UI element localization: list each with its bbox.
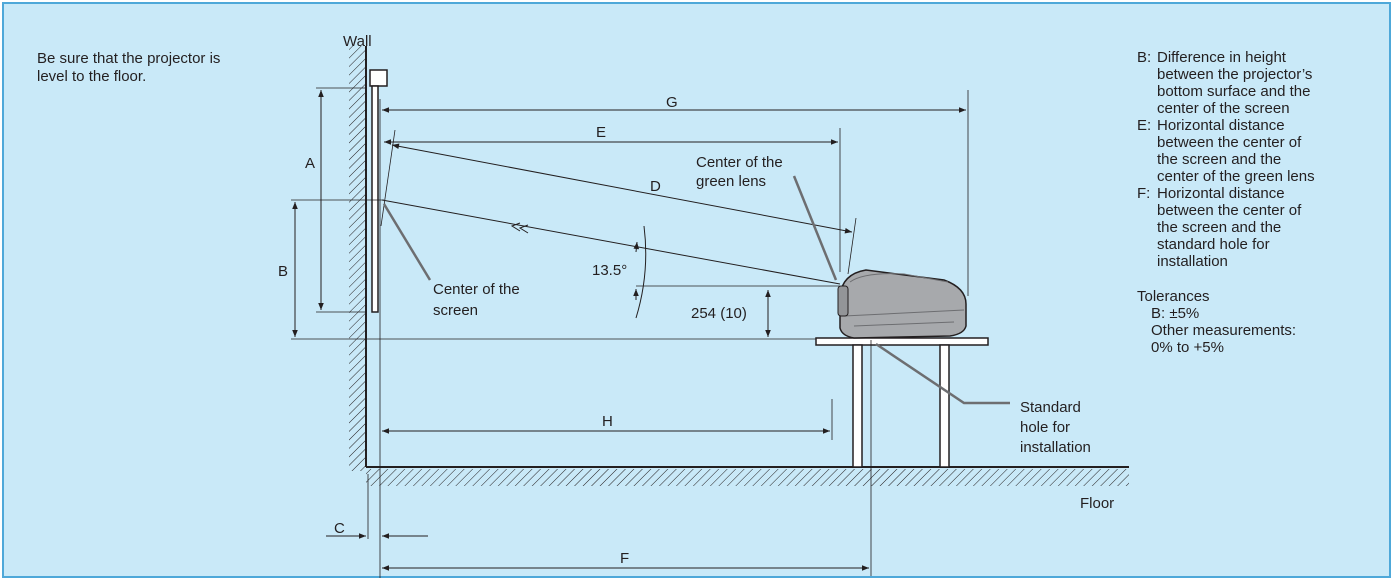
note-f: F: Horizontal distance between the cente… — [1137, 185, 1315, 270]
label-h: H — [602, 413, 613, 430]
wall-label: Wall — [343, 33, 372, 50]
projection-ray — [381, 199, 841, 285]
screen-housing — [369, 69, 388, 87]
center-screen-label-2: screen — [433, 302, 478, 319]
tolerance-b: B: ±5% — [1151, 305, 1200, 322]
installation-diagram: Wall Floor A B C D E F G H 13.5° 254 (10… — [278, 33, 1129, 578]
tolerance-other-1: Other measurements: — [1151, 322, 1297, 339]
projector — [837, 269, 967, 339]
wall-hatching — [349, 46, 366, 471]
intro-line-1: Be sure that the projector is — [37, 50, 221, 67]
extension-lines — [291, 87, 969, 578]
standard-hole-label-3: installation — [1020, 439, 1091, 456]
dimension-d — [391, 143, 853, 234]
table-top — [815, 337, 989, 346]
label-f: F — [620, 550, 629, 567]
intro-line-2: level to the floor. — [37, 68, 147, 85]
diagram-panel: Be sure that the projector is level to t… — [2, 2, 1391, 578]
table-leg-back — [939, 344, 950, 468]
center-lens-label-2: green lens — [696, 173, 766, 190]
label-a: A — [305, 155, 315, 172]
note-key: E: — [1137, 117, 1152, 134]
angle-label: 13.5° — [592, 262, 627, 279]
table-leg-front — [852, 344, 863, 468]
label-g: G — [666, 94, 678, 111]
ray-direction-icon — [510, 222, 529, 234]
note-text: Horizontal distance between the center o… — [1157, 117, 1315, 185]
label-d: D — [650, 178, 661, 195]
leader-lines — [382, 175, 1010, 405]
center-screen-label-1: Center of the — [433, 281, 520, 298]
dimension-lines — [292, 90, 966, 571]
center-lens-label-1: Center of the — [696, 154, 783, 171]
tolerances-title: Tolerances — [1137, 288, 1210, 305]
tolerances: Tolerances B: ±5% Other measurements: 0%… — [1137, 288, 1315, 356]
legend-notes: B: Difference in height between the proj… — [1137, 49, 1315, 356]
angle-arrow-upper — [633, 241, 640, 253]
projection-screen — [371, 85, 379, 313]
angle-arc — [635, 225, 647, 319]
note-b: B: Difference in height between the proj… — [1137, 49, 1315, 117]
standard-hole-label-2: hole for — [1020, 419, 1070, 436]
label-e: E — [596, 124, 606, 141]
label-b: B — [278, 263, 288, 280]
note-e: E: Horizontal distance between the cente… — [1137, 117, 1315, 185]
height-label: 254 (10) — [691, 305, 747, 322]
floor-label: Floor — [1080, 495, 1114, 512]
note-key: B: — [1137, 49, 1152, 66]
note-text: Horizontal distance between the center o… — [1157, 185, 1302, 270]
tolerance-other-2: 0% to +5% — [1151, 339, 1224, 356]
standard-hole-label-1: Standard — [1020, 399, 1081, 416]
note-text: Difference in height between the project… — [1157, 49, 1313, 117]
floor-hatching — [366, 469, 1129, 486]
label-c: C — [334, 520, 345, 537]
note-key: F: — [1137, 185, 1151, 202]
